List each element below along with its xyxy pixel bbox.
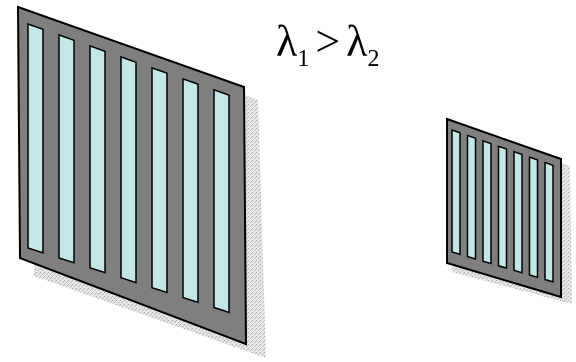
small-grating-slits	[451, 128, 554, 283]
large-grating	[16, 5, 266, 358]
small-grating-slit-5	[513, 150, 523, 274]
large-grating-slits	[27, 22, 230, 314]
large-grating-slit-1	[27, 22, 44, 254]
lambda-1-subscript: 1	[297, 46, 310, 72]
wavelength-relation: λ1>λ2	[276, 17, 380, 72]
small-grating-slit-2	[466, 134, 477, 260]
lambda-1-symbol: λ	[276, 17, 298, 66]
large-grating-slit-5	[151, 66, 168, 294]
small-grating-slit-7	[544, 161, 554, 283]
small-grating-slit-3	[482, 139, 492, 265]
large-grating-slit-6	[182, 77, 199, 304]
large-grating-slit-3	[89, 44, 106, 274]
large-grating-slit-2	[58, 33, 75, 264]
large-grating-slit-7	[213, 88, 230, 314]
small-grating-slit-6	[528, 156, 539, 279]
large-grating-slit-4	[120, 55, 137, 284]
small-grating	[446, 117, 572, 304]
greater-than-operator: >	[315, 17, 341, 66]
small-grating-slit-4	[497, 145, 508, 270]
small-grating-slit-1	[451, 128, 461, 256]
lambda-2-symbol: λ	[346, 17, 368, 66]
lambda-2-subscript: 2	[367, 46, 380, 72]
